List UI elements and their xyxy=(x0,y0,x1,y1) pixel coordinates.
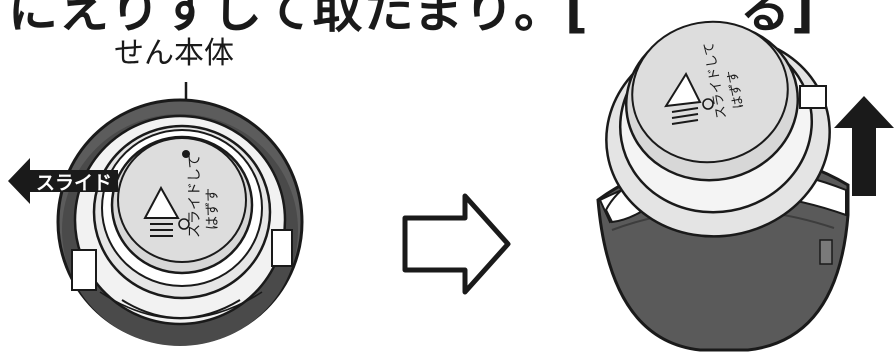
slide-label: スライド xyxy=(26,160,112,202)
right-bottle: スライドして はずす xyxy=(590,10,894,350)
cap-text-line2: はずす xyxy=(205,188,221,230)
left-bottle: スライドして はずす xyxy=(8,82,302,346)
cap-text-line1: スライドして xyxy=(187,154,203,238)
right-arrow-icon xyxy=(405,196,508,292)
